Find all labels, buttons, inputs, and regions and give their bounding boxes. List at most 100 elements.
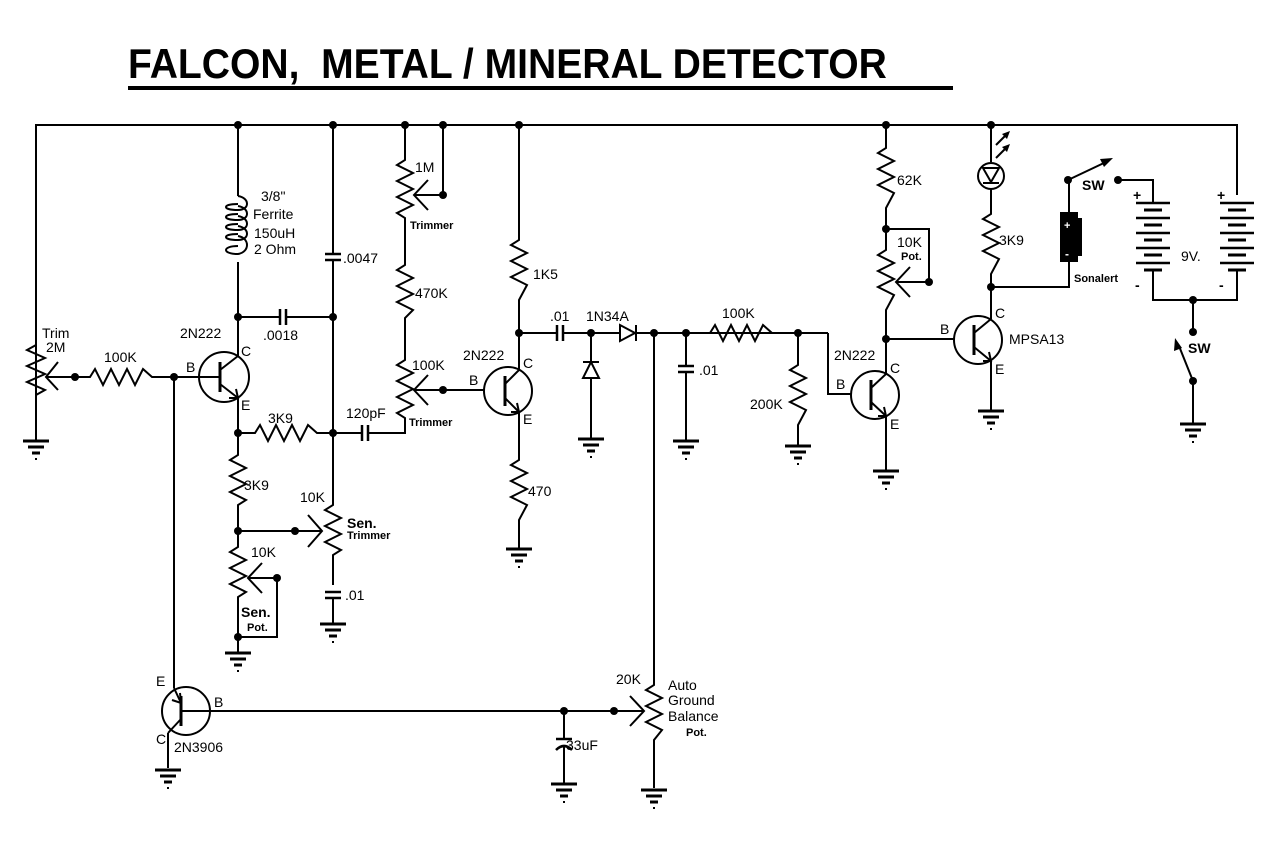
battery-plus: + — [1217, 187, 1225, 203]
agb-label: Balance — [668, 708, 719, 724]
ground-icon — [549, 782, 579, 805]
capacitor-120pf: 120pF — [333, 405, 386, 441]
coil-label: 2 Ohm — [254, 241, 296, 257]
resistor-3k9-feedback: 3K9 — [234, 398, 333, 455]
switch-label: SW — [1188, 340, 1211, 356]
pin-label: B — [469, 372, 478, 388]
transistor-q3: 2N222 B C E — [827, 333, 901, 492]
trimmer-label: Trimmer — [347, 530, 391, 542]
trim-potentiometer: Trim 2M — [21, 325, 79, 462]
battery-minus: - — [1135, 277, 1140, 293]
led-indicator — [977, 125, 1010, 210]
trim-pot-value: 2M — [46, 339, 65, 355]
ground-icon — [639, 788, 669, 811]
switch-sw2: SW — [1174, 300, 1211, 445]
resistor-470k: 470K — [394, 260, 448, 355]
pot-label: Pot. — [901, 251, 922, 263]
resistor-value: 200K — [750, 396, 783, 412]
sonalert-label: Sonalert — [1074, 273, 1118, 285]
switch-sw1: SW — [1064, 158, 1154, 202]
capacitor-value: .0018 — [263, 327, 298, 343]
q2-type: 2N222 — [463, 347, 504, 363]
capacitor-value: .01 — [345, 587, 365, 603]
resistor-value: 3K9 — [268, 410, 293, 426]
ground-icon — [504, 547, 534, 570]
coil-label: 150uH — [254, 225, 295, 241]
ground-icon — [223, 651, 253, 674]
positive-rail — [35, 121, 1238, 430]
pot-label: Sen. — [241, 604, 271, 620]
trimmer-value: 1M — [415, 159, 434, 175]
capacitor-0047: .0047 — [325, 125, 378, 500]
resistor-62k: 62K — [875, 125, 923, 233]
resistor-value: 100K — [104, 349, 137, 365]
sonalert-buzzer: + - Sonalert — [1060, 181, 1118, 285]
ground-icon — [318, 622, 348, 645]
pin-label: E — [995, 361, 1004, 377]
capacitor-filter: .01 — [671, 333, 719, 462]
pin-label: B — [940, 321, 949, 337]
resistor-200k: 200K — [750, 333, 813, 467]
pot-value: 10K — [897, 234, 923, 250]
ground-icon — [1178, 422, 1208, 445]
ground-icon — [576, 437, 606, 460]
resistor-3k9-led: 3K9 — [980, 210, 1070, 319]
diode-label: 1N34A — [586, 308, 629, 324]
capacitor-value: 33uF — [566, 737, 598, 753]
trimmer-1m: 1M Trimmer — [394, 125, 454, 260]
pin-label: C — [890, 360, 900, 376]
pin-label: C — [995, 305, 1005, 321]
transistor-q5: E B C 2N3906 — [153, 377, 614, 791]
pin-label: B — [836, 376, 845, 392]
capacitor-value: .01 — [699, 362, 719, 378]
resistor-value: 470 — [528, 483, 552, 499]
ground-icon — [871, 469, 901, 492]
trimmer-value: 10K — [300, 489, 326, 505]
trimmer-100k: 100K Trimmer — [374, 355, 453, 434]
pin-label: E — [523, 411, 532, 427]
transistor-q1: 2N222 B C E — [180, 325, 251, 413]
capacitor-value: .0047 — [343, 250, 378, 266]
q1-type: 2N222 — [180, 325, 221, 341]
resistor-value: 470K — [415, 285, 448, 301]
pot-label: Pot. — [247, 622, 268, 634]
resistor-value: 3K9 — [999, 232, 1024, 248]
agb-label: Pot. — [686, 727, 707, 739]
auto-ground-balance-potentiometer: 20K Auto Ground Balance Pot. — [610, 671, 719, 811]
coil-label: Ferrite — [253, 206, 294, 222]
resistor-value: 1K5 — [533, 266, 558, 282]
schematic-title: FALCON, METAL / MINERAL DETECTOR — [128, 40, 887, 87]
agb-label: Auto — [668, 677, 697, 693]
pin-label: C — [156, 731, 166, 747]
resistor-value: 62K — [897, 172, 923, 188]
resistor-100k-base: 100K — [75, 349, 200, 388]
sensitivity-trimmer: 10K Sen. Trimmer .01 — [295, 489, 391, 645]
trim-pot-label: Trim — [42, 325, 69, 341]
pin-label: B — [214, 694, 223, 710]
trimmer-label: Sen. — [347, 515, 377, 531]
pin-label: B — [186, 359, 195, 375]
search-coil-inductor: 3/8" Ferrite 150uH 2 Ohm — [225, 125, 296, 356]
capacitor-value: 120pF — [346, 405, 386, 421]
resistor-value: 3K9 — [244, 477, 269, 493]
agb-label: Ground — [668, 692, 715, 708]
sonalert-plus: + — [1064, 220, 1070, 232]
title-underline — [128, 86, 953, 90]
pin-label: C — [241, 343, 251, 359]
trimmer-value: 100K — [412, 357, 445, 373]
sonalert-minus: - — [1065, 247, 1069, 261]
trimmer-label: Trimmer — [410, 220, 454, 232]
pin-label: C — [523, 355, 533, 371]
capacitor-33uf: 33uF — [549, 707, 598, 805]
resistor-100k-integrator: 100K — [700, 305, 828, 344]
pot-value: 20K — [616, 671, 642, 687]
battery-minus: - — [1219, 277, 1224, 293]
ground-icon — [21, 439, 51, 462]
pin-label: E — [241, 397, 250, 413]
pot-value: 10K — [251, 544, 277, 560]
resistor-470: 470 — [504, 412, 552, 570]
q5-type: 2N3906 — [174, 739, 223, 755]
battery-label: 9V. — [1181, 248, 1201, 264]
pin-label: E — [156, 673, 165, 689]
battery-plus: + — [1133, 187, 1141, 203]
